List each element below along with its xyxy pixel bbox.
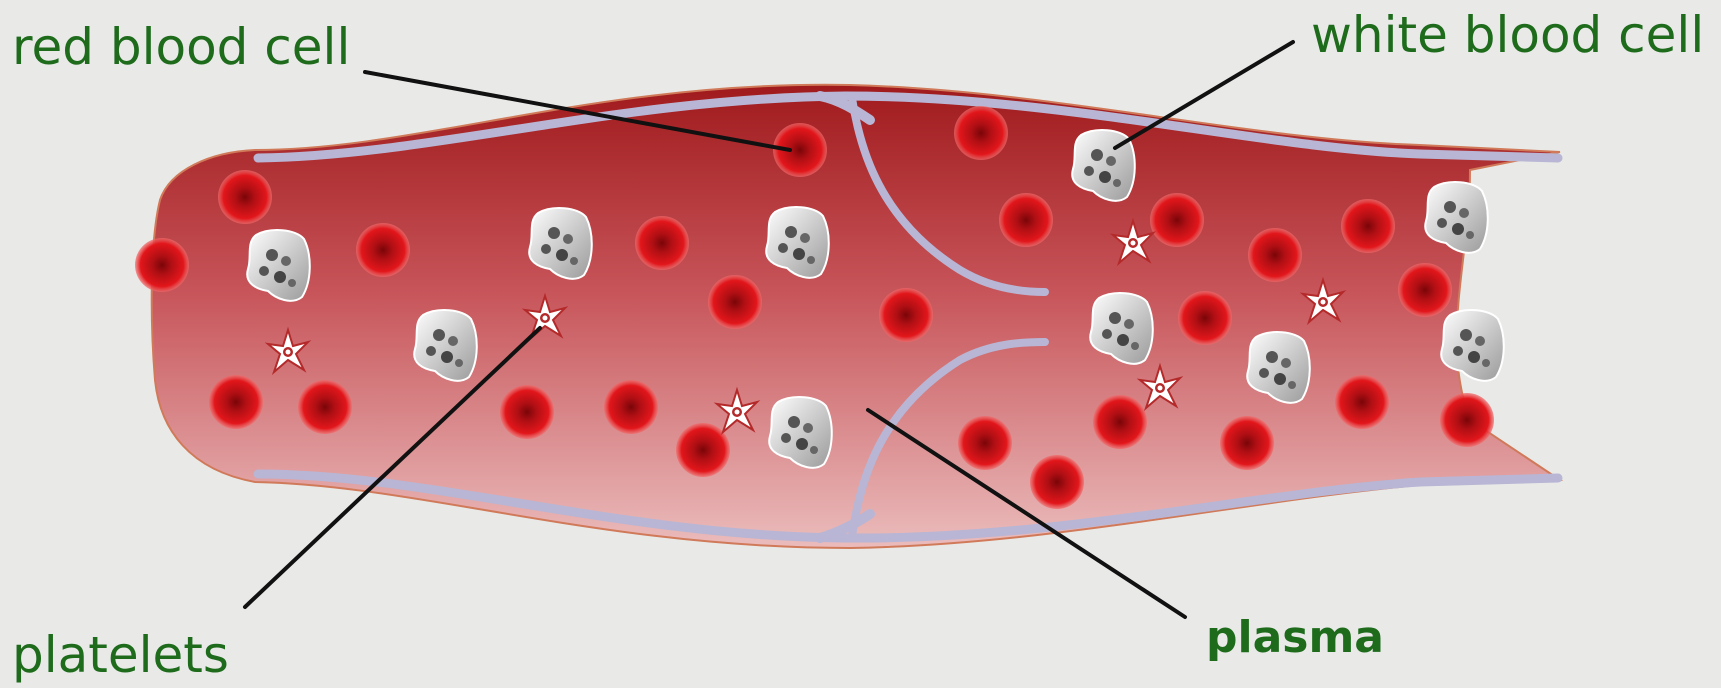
red-blood-cell (708, 275, 762, 329)
label-platelets: platelets (12, 630, 229, 680)
label-red-blood-cell: red blood cell (12, 22, 350, 72)
red-blood-cell (1178, 291, 1232, 345)
red-blood-cell (356, 223, 410, 277)
red-blood-cell (958, 416, 1012, 470)
red-blood-cell (999, 193, 1053, 247)
red-blood-cell (209, 375, 263, 429)
red-blood-cell (676, 423, 730, 477)
red-blood-cell (135, 238, 189, 292)
red-blood-cell (604, 380, 658, 434)
red-blood-cell (954, 106, 1008, 160)
red-blood-cell (298, 380, 352, 434)
red-blood-cell (1440, 393, 1494, 447)
red-blood-cell (635, 216, 689, 270)
red-blood-cell (1398, 263, 1452, 317)
red-blood-cell (500, 385, 554, 439)
red-blood-cell (1341, 199, 1395, 253)
red-blood-cell (1220, 416, 1274, 470)
red-blood-cell (218, 170, 272, 224)
red-blood-cell (1030, 455, 1084, 509)
red-blood-cell (1335, 375, 1389, 429)
red-blood-cell (879, 288, 933, 342)
red-blood-cell (1248, 228, 1302, 282)
label-plasma: plasma (1206, 616, 1384, 660)
red-blood-cell (1093, 395, 1147, 449)
label-white-blood-cell: white blood cell (1311, 10, 1704, 60)
red-blood-cell (1150, 193, 1204, 247)
